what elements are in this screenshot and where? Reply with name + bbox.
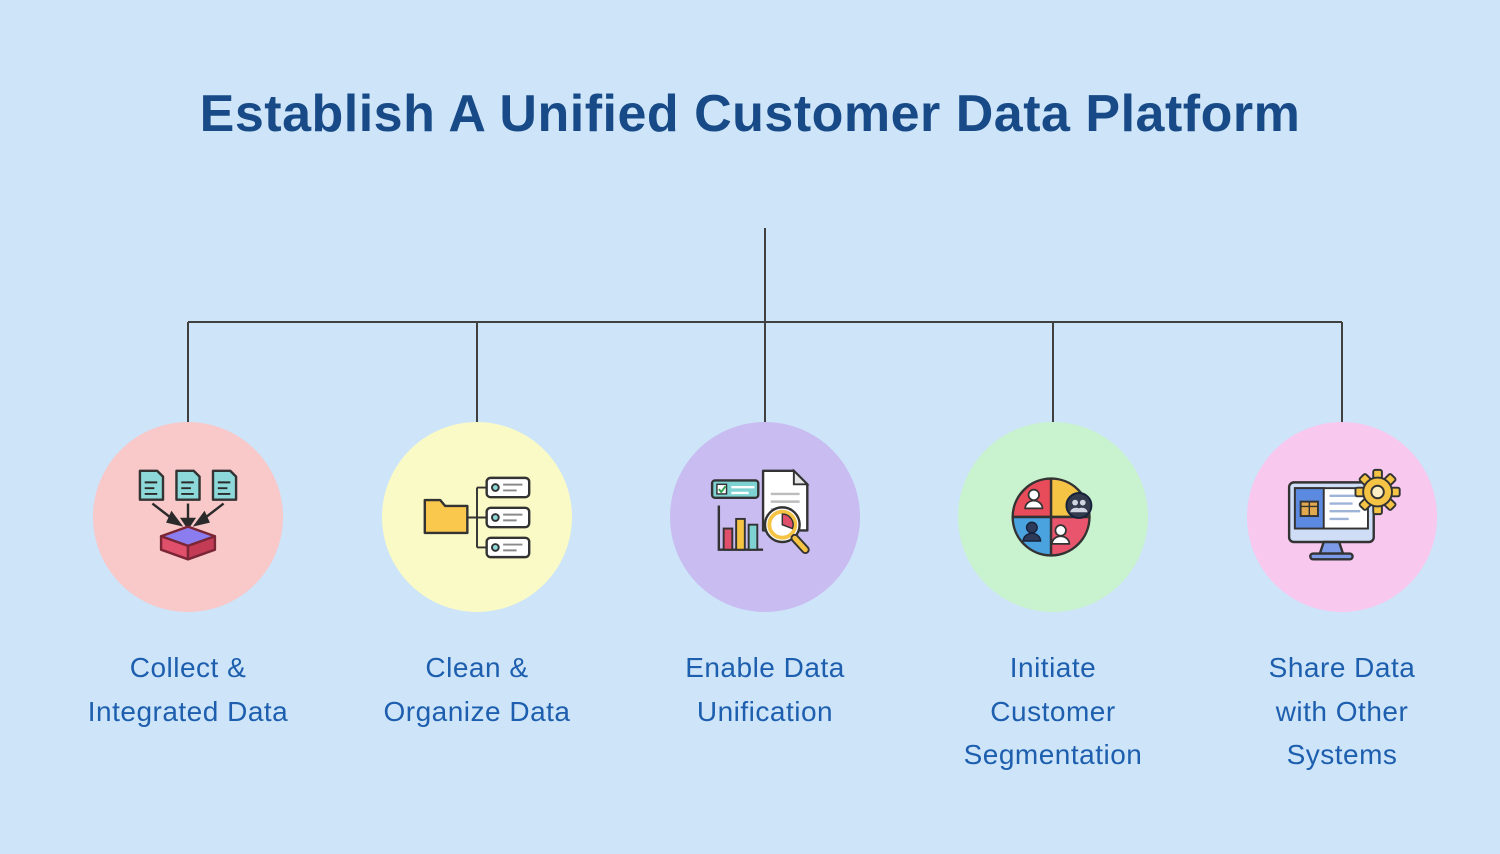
node-circle <box>670 422 860 612</box>
node-circle <box>93 422 283 612</box>
node-circle <box>1247 422 1437 612</box>
node-circle <box>382 422 572 612</box>
node-data-unification: Enable Data Unification <box>615 422 915 733</box>
node-label: Collect & Integrated Data <box>87 652 289 727</box>
gear-icon <box>1354 468 1401 516</box>
customer-segmentation-icon <box>1011 477 1093 557</box>
node-customer-segmentation: Initiate Customer Segmentation <box>903 422 1203 777</box>
share-data-icon <box>1287 468 1401 561</box>
node-circle <box>958 422 1148 612</box>
node-share-data: Share Data with Other Systems <box>1192 422 1492 777</box>
node-organize-data: Clean & Organize Data <box>327 422 627 733</box>
data-unification-icon <box>710 468 810 555</box>
organize-data-icon <box>423 476 531 558</box>
node-collect-data: Collect & Integrated Data <box>38 422 338 733</box>
collect-data-icon <box>138 469 238 561</box>
node-label: Clean & Organize Data <box>383 652 571 727</box>
node-label: Enable Data Unification <box>685 652 845 727</box>
page-title: Establish A Unified Customer Data Platfo… <box>199 85 1301 143</box>
node-label: Initiate Customer Segmentation <box>963 652 1143 771</box>
node-label: Share Data with Other Systems <box>1268 652 1416 771</box>
